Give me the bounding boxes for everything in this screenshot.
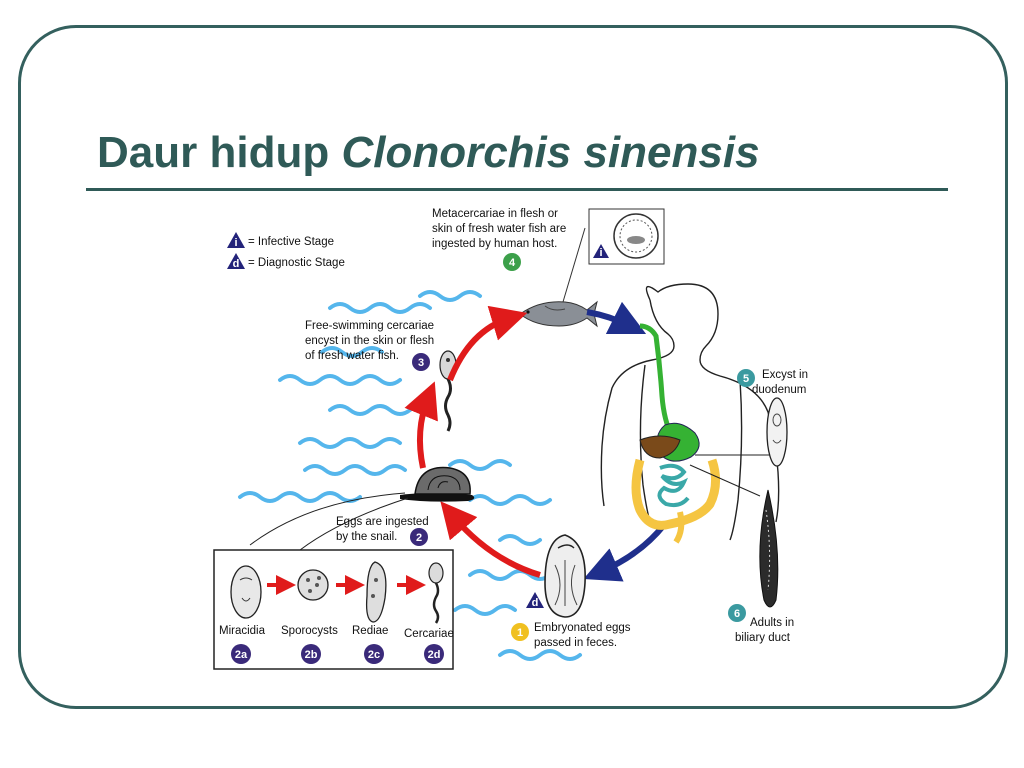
badge-2b: 2b [301,644,321,664]
svg-text:2c: 2c [368,649,380,661]
svg-text:Free-swimming cercariae: Free-swimming cercariae [305,320,434,332]
svg-text:2d: 2d [428,649,441,661]
slide-frame [18,25,1008,709]
cycle-arrows-blue [583,301,667,582]
title-species: Clonorchis sinensis [341,128,760,177]
cycle-arrows-red [404,305,541,578]
stage-5-text: Excyst in duodenum [752,369,808,396]
svg-text:of fresh water fish.: of fresh water fish. [305,350,399,362]
diagnostic-marker-icon: d [526,592,544,609]
sporocysts-label: Sporocysts [281,625,338,637]
badge-2d: 2d [424,644,444,664]
infective-marker-icon: i [593,244,609,259]
svg-text:Excyst in: Excyst in [762,369,808,381]
intra-snail-stages-box: Miracidia Sporocysts Rediae Cercariae 2a… [213,549,454,670]
svg-text:2b: 2b [305,649,318,661]
badge-2c: 2c [364,644,384,664]
stage-2-badge: 2 [410,528,428,546]
diagnostic-stage-icon: d [227,253,245,270]
adult-fluke-icon [759,489,779,608]
embryonated-egg-icon [544,534,586,618]
pointer-lines [689,454,775,497]
legend-diagnostic-label: = Diagnostic Stage [248,257,345,269]
svg-text:5: 5 [743,373,749,385]
svg-text:ingested by human host.: ingested by human host. [432,238,557,250]
snail-icon [400,466,475,502]
redia-icon [365,561,387,623]
snail-box-pointers [249,492,409,551]
badge-2a: 2a [231,644,251,664]
legend-infective-label: = Infective Stage [248,236,334,248]
svg-text:i: i [234,237,237,249]
digestive-tract [631,323,720,544]
svg-text:2a: 2a [235,649,248,661]
svg-text:Eggs are ingested: Eggs are ingested [336,516,429,528]
metacercaria-inset: i [559,208,665,313]
stage-1-text: Embryonated eggs passed in feces. [534,622,631,649]
svg-text:d: d [532,597,539,609]
svg-text:d: d [233,258,240,270]
miracidium-icon [230,565,262,619]
svg-text:duodenum: duodenum [752,384,806,396]
cercaria-small-icon [428,562,444,624]
infective-stage-icon: i [227,232,245,249]
svg-text:1: 1 [517,627,523,639]
svg-text:Embryonated eggs: Embryonated eggs [534,622,631,634]
cercariae-label: Cercariae [404,628,454,640]
water-waves [238,290,582,661]
fish-icon [519,300,598,328]
miracidia-label: Miracidia [219,625,266,637]
svg-text:3: 3 [418,357,424,369]
stage-4-badge: 4 [503,253,521,271]
rediae-label: Rediae [352,625,388,637]
sporocyst-icon [297,569,329,601]
svg-text:4: 4 [509,257,516,269]
stage-6-badge: 6 [728,604,746,622]
slide-title: Daur hidup Clonorchis sinensis [97,128,760,178]
svg-text:biliary duct: biliary duct [735,632,791,644]
svg-text:skin of fresh water fish are: skin of fresh water fish are [432,223,566,235]
human-body-outline [600,283,780,541]
legend: i = Infective Stage d = Diagnostic Stage [227,232,345,270]
svg-text:Metacercariae in flesh or: Metacercariae in flesh or [432,208,558,220]
stage-1-badge: 1 [511,623,529,641]
svg-text:2: 2 [416,532,422,544]
stage-4-text: Metacercariae in flesh or skin of fresh … [432,208,566,250]
svg-text:passed in feces.: passed in feces. [534,637,617,649]
stage-3-text: Free-swimming cercariae encyst in the sk… [305,320,434,362]
title-plain: Daur hidup [97,128,330,177]
svg-text:encyst in the skin or flesh: encyst in the skin or flesh [305,335,434,347]
excysted-metacercaria-icon [766,397,788,467]
title-rule [86,188,948,191]
svg-text:by the snail.: by the snail. [336,531,397,543]
svg-text:Adults in: Adults in [750,617,794,629]
svg-text:i: i [599,247,602,259]
stage-5-badge: 5 [737,369,755,387]
cercaria-icon [439,350,457,432]
stage-3-badge: 3 [412,353,430,371]
stage-2-text: Eggs are ingested by the snail. [336,516,429,543]
svg-text:6: 6 [734,608,740,620]
stage-6-text: Adults in biliary duct [735,617,794,644]
